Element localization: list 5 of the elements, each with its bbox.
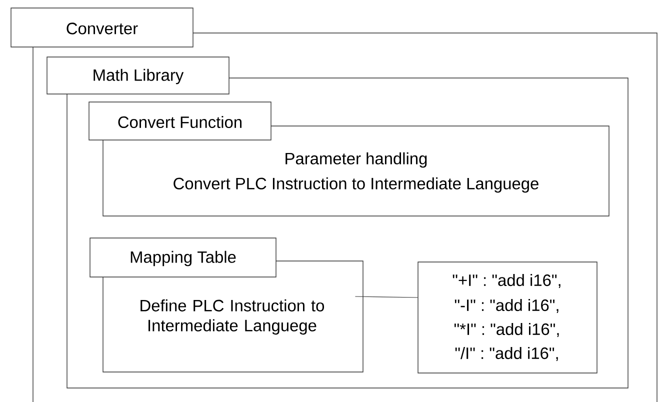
leader-line: [354, 296, 418, 298]
table-box: "+I" : "add i16", "-I" : "add i16", "*I" : "add i16", "/I" : "add i16",: [418, 262, 598, 374]
module-frame: Convert Function Parameter handling Convert PLC Instruction to Intermediate Languege: [88, 102, 610, 216]
module-frame: Mapping Table Define PLC Instruction to Intermediate Languege: [90, 238, 364, 372]
node-label: Convert Function: [118, 116, 242, 128]
